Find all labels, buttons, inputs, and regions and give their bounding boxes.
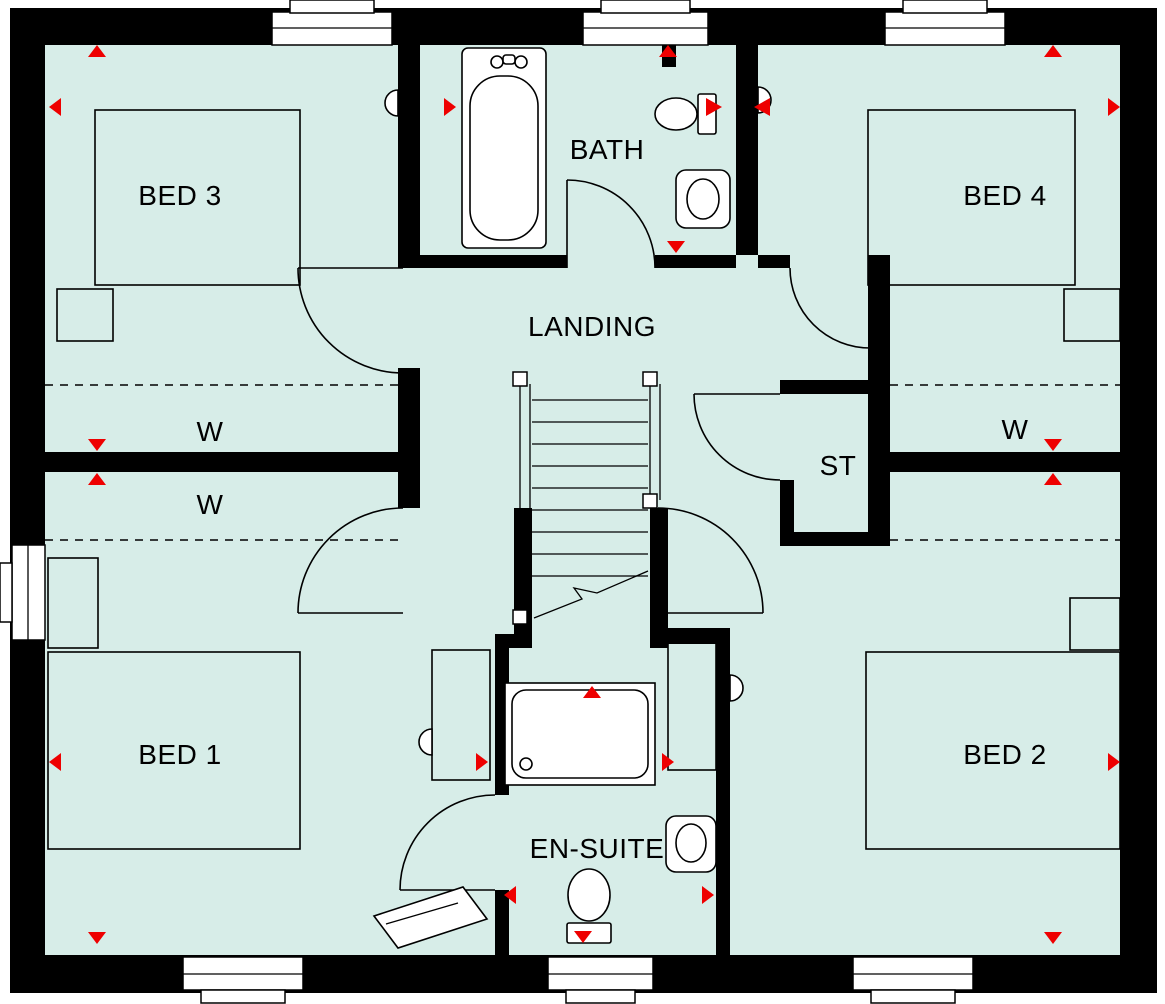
windows — [0, 0, 1006, 1004]
bathtub — [461, 47, 547, 249]
angled-radiator — [372, 886, 489, 949]
wall-stair-left — [514, 508, 532, 648]
room-label-ensuite: EN-SUITE — [529, 833, 665, 864]
room-label-bed4: BED 4 — [963, 180, 1047, 211]
bed3-bedside-table — [56, 288, 114, 342]
red-arrow-icon — [88, 473, 106, 485]
room-label-bed3: BED 3 — [138, 180, 222, 211]
wall-bath-south-left — [398, 255, 567, 268]
wall-ensuite-west-stub — [495, 890, 509, 955]
floor-area — [45, 45, 1120, 955]
wall-store-south — [780, 532, 890, 546]
shower — [504, 682, 656, 786]
red-arrow-icon — [88, 932, 106, 944]
ensuite-sink — [665, 815, 717, 873]
radiator-icon — [384, 89, 399, 117]
wall-bed3-bath — [398, 45, 420, 255]
wall-landing-north — [758, 255, 790, 268]
bed1-bedside-table — [47, 557, 99, 649]
room-label-wardrobe-right: W — [1001, 414, 1029, 445]
window — [852, 956, 974, 1004]
red-arrow-icon — [583, 686, 601, 698]
red-arrow-icon — [1108, 98, 1120, 116]
bed2-door-arc — [657, 507, 764, 614]
wall-bed4-west — [868, 255, 890, 546]
ensuite-cupboard — [667, 641, 717, 771]
red-arrow-icon — [88, 45, 106, 57]
room-label-landing: LANDING — [528, 311, 656, 342]
wall-store-north — [780, 380, 890, 394]
room-label-bed1: BED 1 — [138, 739, 222, 770]
bed2-bedside-table — [1069, 597, 1121, 651]
red-arrow-icon — [702, 886, 714, 904]
furniture — [47, 86, 1121, 949]
red-arrow-icon — [706, 98, 722, 116]
bed1-door-arc — [297, 507, 404, 614]
newel-post — [642, 493, 658, 509]
wall-stair-right — [650, 508, 668, 648]
red-arrow-icon — [754, 98, 770, 116]
wall-ensuite-northwest — [495, 634, 532, 648]
bed4-bed — [867, 109, 1076, 286]
red-arrow-icon — [88, 439, 106, 451]
bath-door-arc — [566, 179, 656, 269]
window — [271, 0, 393, 46]
wall-ensuite-northeast — [650, 628, 730, 644]
stair-break-line — [533, 570, 649, 619]
interior-walls — [45, 45, 1120, 955]
room-label-store: ST — [819, 450, 857, 481]
radiator-icon — [418, 728, 433, 756]
room-label-wardrobe-left-upper: W — [196, 416, 224, 447]
red-arrow-icon — [49, 98, 61, 116]
bed1-bed — [47, 651, 301, 850]
red-markers — [49, 45, 1120, 944]
red-arrow-icon — [1044, 473, 1062, 485]
bed1-cupboard — [431, 649, 491, 781]
red-arrow-icon — [574, 931, 592, 943]
wall-bath-bed4 — [736, 45, 758, 255]
newel-post — [512, 609, 528, 625]
radiator-icon — [729, 674, 744, 702]
wall-bath-south-right — [655, 255, 736, 268]
newel-post — [642, 371, 658, 387]
bed4-bedside-table — [1063, 288, 1121, 342]
window — [182, 956, 304, 1004]
wall-wardrobe-right — [890, 452, 1120, 472]
room-label-bed2: BED 2 — [963, 739, 1047, 770]
window — [0, 544, 46, 641]
red-arrow-icon — [1108, 753, 1120, 771]
wall-landing-west-stub — [398, 368, 420, 508]
window — [582, 0, 709, 46]
bath-sink — [675, 169, 731, 229]
staircase — [512, 371, 661, 625]
red-arrow-icon — [1044, 439, 1062, 451]
ensuite-door-arc — [399, 794, 496, 891]
bathroom-fixtures — [461, 47, 731, 249]
red-arrow-icon — [662, 753, 674, 771]
red-arrow-icon — [1044, 45, 1062, 57]
bed2-bed — [865, 651, 1121, 850]
wall-wardrobe-left — [45, 452, 400, 472]
room-label-bath: BATH — [569, 134, 645, 165]
red-arrow-icon — [476, 753, 488, 771]
door-arcs — [297, 179, 871, 891]
bed3-bed — [94, 109, 301, 286]
red-arrow-icon — [1044, 932, 1062, 944]
wall-ensuite-east — [716, 628, 730, 955]
red-arrow-icon — [667, 241, 685, 253]
bed3-door-arc — [297, 267, 404, 374]
red-arrow-icon — [49, 753, 61, 771]
red-arrow-icon — [444, 98, 456, 116]
window — [884, 0, 1006, 46]
outer-walls — [10, 8, 1157, 993]
store-door-arc — [693, 393, 781, 481]
wall-store-west — [780, 480, 794, 546]
bed4-door-arc — [789, 267, 871, 349]
window — [547, 956, 654, 1004]
red-arrow-icon — [659, 45, 677, 57]
newel-post — [512, 371, 528, 387]
room-label-wardrobe-left-lower: W — [196, 489, 224, 520]
red-arrow-icon — [504, 886, 516, 904]
